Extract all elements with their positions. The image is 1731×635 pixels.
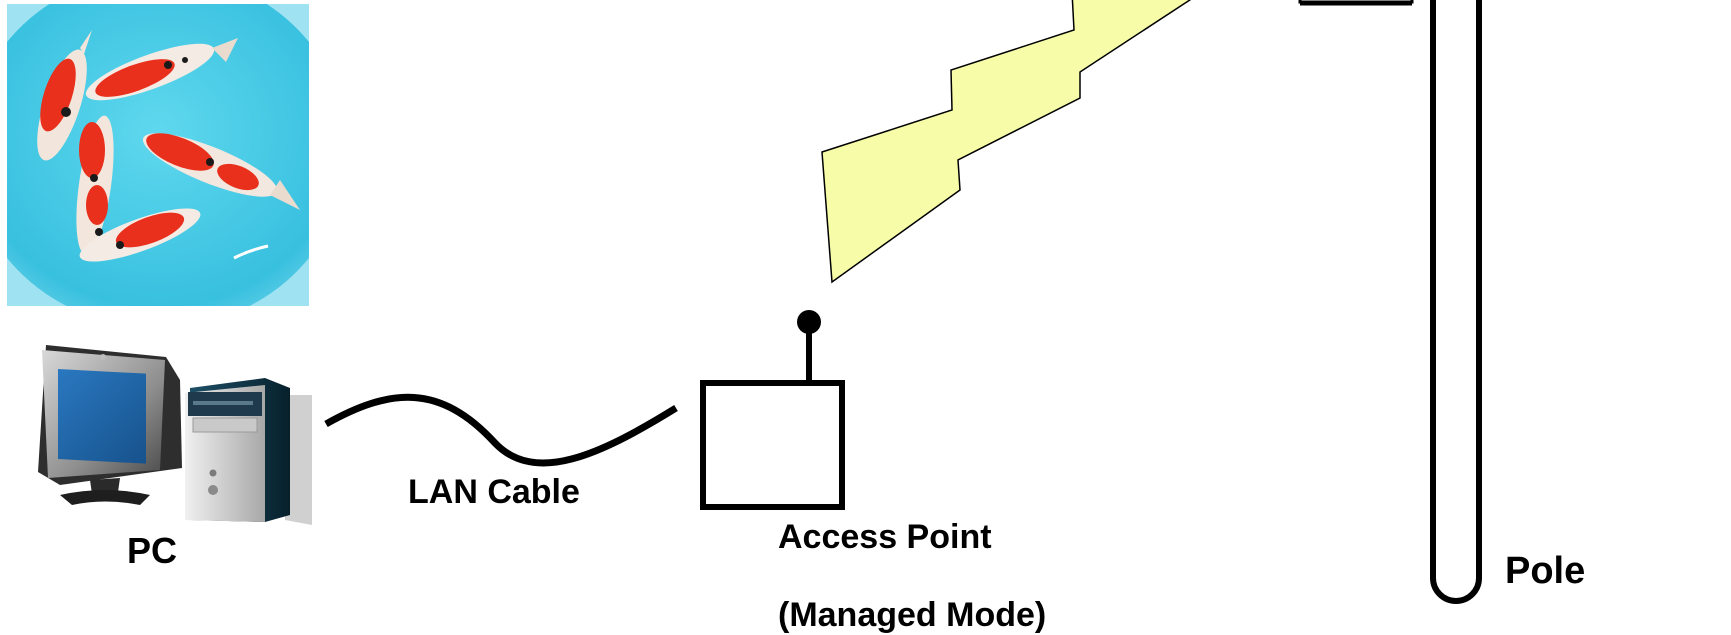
- access-point-icon: [700, 310, 845, 510]
- pole-icon: [1298, 0, 1482, 604]
- pole-bracket: [1298, 0, 1414, 4]
- koi-fish-photo: [7, 4, 309, 306]
- wireless-signal-icon: [821, 0, 1192, 284]
- koi-fish-4: [142, 133, 300, 210]
- access-point-box: [700, 380, 845, 510]
- lan-cable: [324, 393, 678, 467]
- pole-body: [1430, 0, 1482, 604]
- access-point-mode-label: (Managed Mode): [778, 596, 1047, 634]
- koi-fish-5: [79, 208, 201, 262]
- access-point-label: Access Point: [778, 518, 992, 556]
- computer-monitor: [38, 345, 182, 505]
- pole-label: Pole: [1505, 550, 1586, 592]
- pc-label: PC: [127, 530, 178, 571]
- koi-fish-2: [85, 38, 238, 101]
- desktop-computer-icon: [38, 345, 312, 525]
- computer-tower: [185, 378, 290, 522]
- koi-fish-3: [76, 115, 114, 255]
- antenna-tip: [797, 310, 821, 334]
- lan-cable-label: LAN Cable: [408, 473, 580, 511]
- koi-fish-1: [37, 30, 92, 161]
